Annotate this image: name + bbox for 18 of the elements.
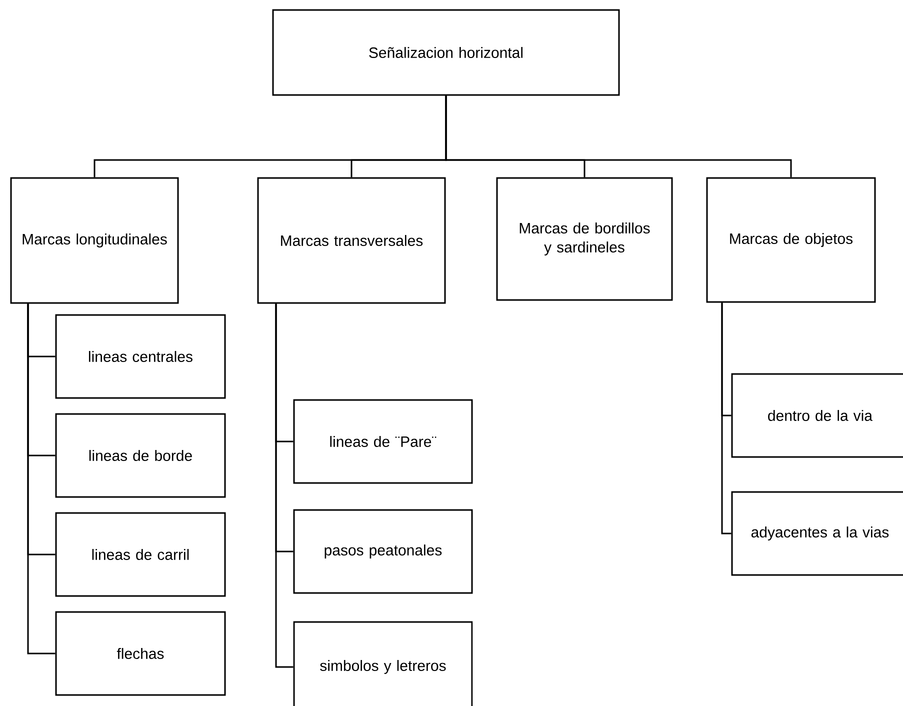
category-box: Marcas de bordillos y sardineles [496, 177, 673, 301]
root-box: Señalizacion horizontal [272, 9, 620, 96]
category-box: simbolos y letreros [293, 621, 473, 706]
category-box: dentro de la via [731, 373, 903, 458]
connector-line [445, 96, 792, 178]
category-box: Marcas transversales [257, 177, 446, 304]
category-box: adyacentes a la vias [731, 491, 903, 576]
category-box: Marcas longitudinales [10, 177, 179, 304]
connector-line [27, 304, 56, 654]
category-box: lineas de borde [55, 413, 226, 498]
connector-line [275, 304, 294, 668]
connector-line [721, 302, 732, 534]
category-box: lineas centrales [55, 314, 226, 399]
category-box: Marcas de objetos [706, 177, 876, 303]
category-box: flechas [55, 611, 226, 696]
category-box: lineas de ¨Pare¨ [293, 399, 473, 484]
category-box: pasos peatonales [293, 509, 473, 594]
category-box: lineas de carril [55, 512, 226, 597]
